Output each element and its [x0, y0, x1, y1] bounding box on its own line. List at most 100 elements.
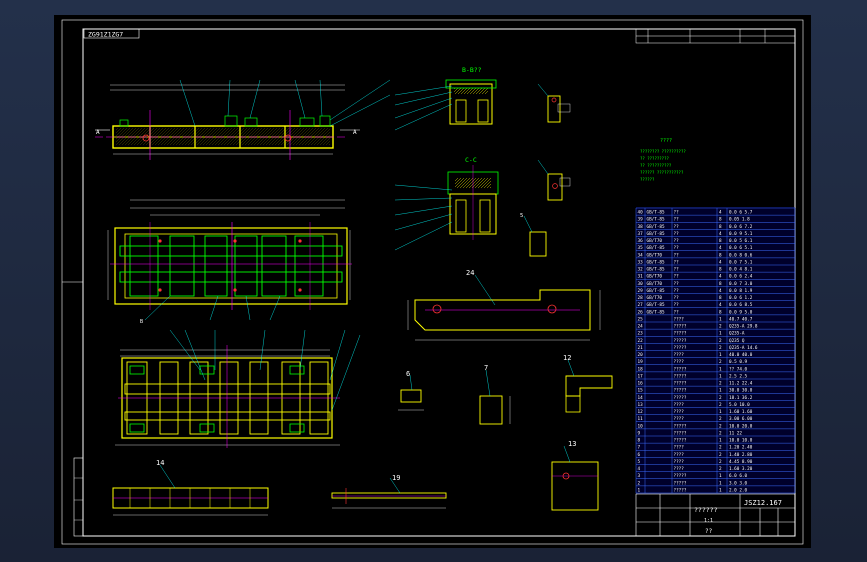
section-c-title: C-C	[465, 156, 477, 164]
bom-cell-no: 12	[638, 409, 644, 415]
bom-cell-code: GB/T-85	[647, 309, 666, 315]
bom-cell-name: ????	[674, 445, 685, 451]
bom-cell-qty: 8	[719, 267, 722, 273]
elevation-view: A A	[95, 79, 391, 160]
bom-cell-no: 3	[638, 473, 641, 479]
bom-cell-weight: 1.40 2.80	[729, 452, 753, 458]
bom-cell-name: ?????	[674, 430, 687, 436]
bom-cell-name: ??	[674, 295, 680, 301]
bom-cell-no: 15	[638, 388, 644, 394]
bom-cell-code: GB/T-85	[647, 217, 666, 223]
bom-cell-weight: 2.5 2.5	[729, 373, 748, 379]
bom-cell-no: 20	[638, 352, 644, 358]
bom-cell-name: ??	[674, 231, 680, 237]
bom-cell-weight: 0.0 9 5.0	[729, 309, 753, 315]
plan-view: B	[107, 199, 352, 325]
bom-cell-name: ??	[674, 210, 680, 216]
bom-cell-weight: 2.0 2.0	[729, 487, 748, 493]
bom-cell-name: ??	[674, 259, 680, 265]
bom-cell-qty: 2	[719, 381, 722, 387]
bom-cell-name: ?????	[674, 366, 687, 372]
bom-cell-name: ?????	[674, 345, 687, 351]
bom-cell-name: ?????	[674, 487, 687, 493]
bom-cell-name: ????	[674, 359, 685, 365]
bom-cell-weight: 0.0 7 3.0	[729, 281, 753, 287]
bom-cell-name: ?????	[674, 388, 687, 394]
bom-cell-no: 14	[638, 395, 644, 401]
title-marks: ??????	[694, 506, 718, 514]
bom-cell-weight: 3.0 3.0	[729, 480, 748, 486]
bom-cell-name: ??	[674, 238, 680, 244]
bom-cell-code: GB/T70	[647, 281, 663, 287]
title-block	[635, 493, 796, 537]
bom-cell-no: 8	[638, 438, 641, 444]
bom-cell-qty: 8	[719, 224, 722, 230]
bom-cell-name: ?????	[674, 373, 687, 379]
bom-cell-no: 30	[638, 281, 644, 287]
part-label-24: 24	[466, 269, 474, 277]
stamp-text: ZG91Z1ZG7	[88, 31, 123, 39]
bom-cell-no: 25	[638, 316, 644, 322]
bom-cell-no: 26	[638, 309, 644, 315]
header-table	[635, 28, 796, 44]
bom-cell-no: 7	[638, 445, 641, 451]
bom-cell-no: 21	[638, 345, 644, 351]
bom-cell-no: 5	[638, 459, 641, 465]
bom-cell-qty: 2	[719, 430, 722, 436]
bom-cell-name: ????	[674, 402, 685, 408]
section-b-view: B-B??	[394, 66, 497, 131]
drawing-canvas	[54, 15, 811, 548]
bom-cell-no: 27	[638, 302, 644, 308]
bom-cell-weight: 0.0 6 7.2	[729, 224, 753, 230]
bom-cell-qty: 4	[719, 259, 722, 265]
bom-cell-no: 34	[638, 252, 644, 258]
bom-cell-weight: 0.0 6 8.5	[729, 302, 753, 308]
bom-cell-name: ????	[674, 316, 685, 322]
bom-cell-weight: 0.0 6 1.2	[729, 295, 753, 301]
bom-cell-weight: 11.2 22.4	[729, 381, 753, 387]
bom-cell-qty: 2	[719, 402, 722, 408]
bom-cell-qty: 1	[719, 388, 722, 394]
bom-cell-no: 39	[638, 217, 644, 223]
bom-cell-name: ??	[674, 267, 680, 273]
bom-cell-name: ??	[674, 288, 680, 294]
notes-line-4: ?????? ???????????	[640, 170, 684, 175]
part-label-19: 19	[392, 474, 400, 482]
bom-cell-qty: 2	[719, 324, 722, 330]
bom-cell-weight: 4.45 8.90	[729, 459, 753, 465]
bom-cell-code: GB/T70	[647, 295, 663, 301]
bom-cell-weight: 30.0 30.0	[729, 388, 753, 394]
part-7-view: 7	[479, 364, 511, 425]
bom-cell-weight: 3.00 6.00	[729, 416, 753, 422]
bom-cell-code: GB/T70	[647, 274, 663, 280]
bom-cell-qty: 2	[719, 466, 722, 472]
bom-cell-no: 13	[638, 402, 644, 408]
bom-cell-no: 33	[638, 259, 644, 265]
bom-cell-no: 22	[638, 338, 644, 344]
bom-cell-name: ?????	[674, 338, 687, 344]
bom-cell-no: 2	[638, 480, 641, 486]
bom-cell-qty: 1	[719, 480, 722, 486]
bom-cell-no: 17	[638, 373, 644, 379]
bom-cell-qty: 2	[719, 345, 722, 351]
part-label-14: 14	[156, 459, 164, 467]
bom-cell-weight: 40.7 40.7	[729, 316, 753, 322]
bom-cell-name: ??	[674, 217, 680, 223]
bom-cell-weight: 0.05 1.8	[729, 217, 750, 223]
title-weight: ??	[705, 528, 713, 535]
bom-cell-weight: 0.0 5 6.1	[729, 238, 753, 244]
bom-cell-name: ??	[674, 274, 680, 280]
bom-cell-qty: 1	[719, 409, 722, 415]
bom-cell-no: 29	[638, 288, 644, 294]
bom-cell-weight: 10.0 10.0	[729, 438, 753, 444]
bom-cell-weight: 0.0 6 2.4	[729, 274, 753, 280]
part-5-detail: 5	[520, 213, 547, 257]
bom-cell-name: ??	[674, 224, 680, 230]
bom-cell-qty: 8	[719, 238, 722, 244]
bom-cell-no: 37	[638, 231, 644, 237]
notes-line-5: ??????	[640, 177, 655, 182]
bom-cell-weight: 0.0 8 1.9	[729, 288, 753, 294]
bom-cell-qty: 2	[719, 423, 722, 429]
